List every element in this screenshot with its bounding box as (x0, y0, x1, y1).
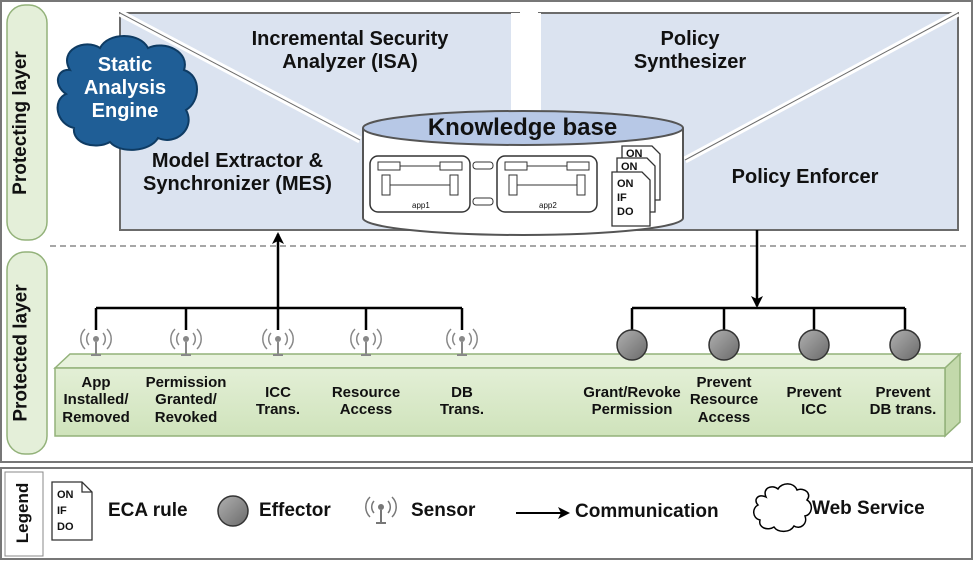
protected-layer-label: Protected layer (10, 284, 32, 422)
static-analysis-cloud (56, 35, 198, 151)
rule-doc-on-3: ON (617, 178, 634, 190)
legend-doc-on: ON (57, 489, 74, 501)
legend-effector-label: Effector (259, 500, 331, 521)
sensor-icon (80, 328, 112, 356)
app2-model (496, 155, 598, 213)
legend-cloud-icon (753, 483, 813, 533)
sensor-icon (170, 328, 202, 356)
legend-communication-label: Communication (575, 501, 719, 522)
legend-doc-if: IF (57, 505, 67, 517)
effector-label: Prevent Resource Access (689, 374, 759, 426)
mes-label: Model Extractor & Synchronizer (MES) (143, 150, 332, 195)
sensor-label: App Installed/ Removed (62, 374, 130, 426)
sensor-icon (262, 328, 294, 356)
effector-bus (630, 306, 907, 332)
effector-icon (889, 329, 921, 361)
effector-icon (616, 329, 648, 361)
legend-eca-rule-label: ECA rule (108, 500, 188, 521)
protecting-layer-tab (6, 4, 48, 241)
policy-synthesizer-label: Policy Synthesizer (633, 28, 747, 73)
rule-doc-do: DO (617, 206, 634, 218)
protected-layer-tab (6, 251, 48, 455)
legend-tab (4, 471, 44, 557)
legend-web-service-label: Web Service (812, 498, 925, 519)
effector-label: Grant/Revoke Permission (583, 384, 681, 419)
effector-icon (708, 329, 740, 361)
sensor-label: ICC Trans. (255, 384, 301, 419)
static-analysis-engine-label: Static Analysis Engine (83, 54, 167, 122)
effector-icon (798, 329, 830, 361)
isa-label: Incremental Security Analyzer (ISA) (251, 28, 449, 73)
app1-label: app1 (412, 201, 430, 210)
sensor-bus (94, 306, 464, 330)
legend-doc-do: DO (57, 521, 74, 533)
eca-rule-docs: ON ON ON IF DO (611, 145, 661, 227)
sensor-icon (446, 328, 478, 356)
legend-sensor-label: Sensor (411, 500, 476, 521)
sensor-label: DB Trans. (439, 384, 485, 419)
sensor-label: Resource Access (331, 384, 401, 419)
effector-label: Prevent DB trans. (869, 384, 937, 419)
effector-label: Prevent ICC (786, 384, 842, 419)
sensor-label: Permission Granted/ Revoked (145, 374, 227, 426)
legend-sensor-icon (365, 496, 397, 524)
sensor-icon (350, 328, 382, 356)
rule-doc-on-1: ON (626, 148, 643, 160)
app2-label: app2 (539, 201, 557, 210)
policy-enforcer-label: Policy Enforcer (731, 166, 879, 188)
legend-eca-doc: ON IF DO (51, 481, 93, 541)
legend-effector-icon (217, 495, 249, 527)
protecting-layer-label: Protecting layer (10, 51, 31, 195)
rule-doc-if: IF (617, 192, 627, 204)
protected-layer-bar (53, 352, 962, 438)
app1-model (369, 155, 471, 213)
knowledge-base-label: Knowledge base (427, 114, 618, 141)
legend-label: Legend (13, 482, 32, 544)
rule-doc-on-2: ON (621, 161, 638, 173)
app-connectors (472, 161, 494, 206)
